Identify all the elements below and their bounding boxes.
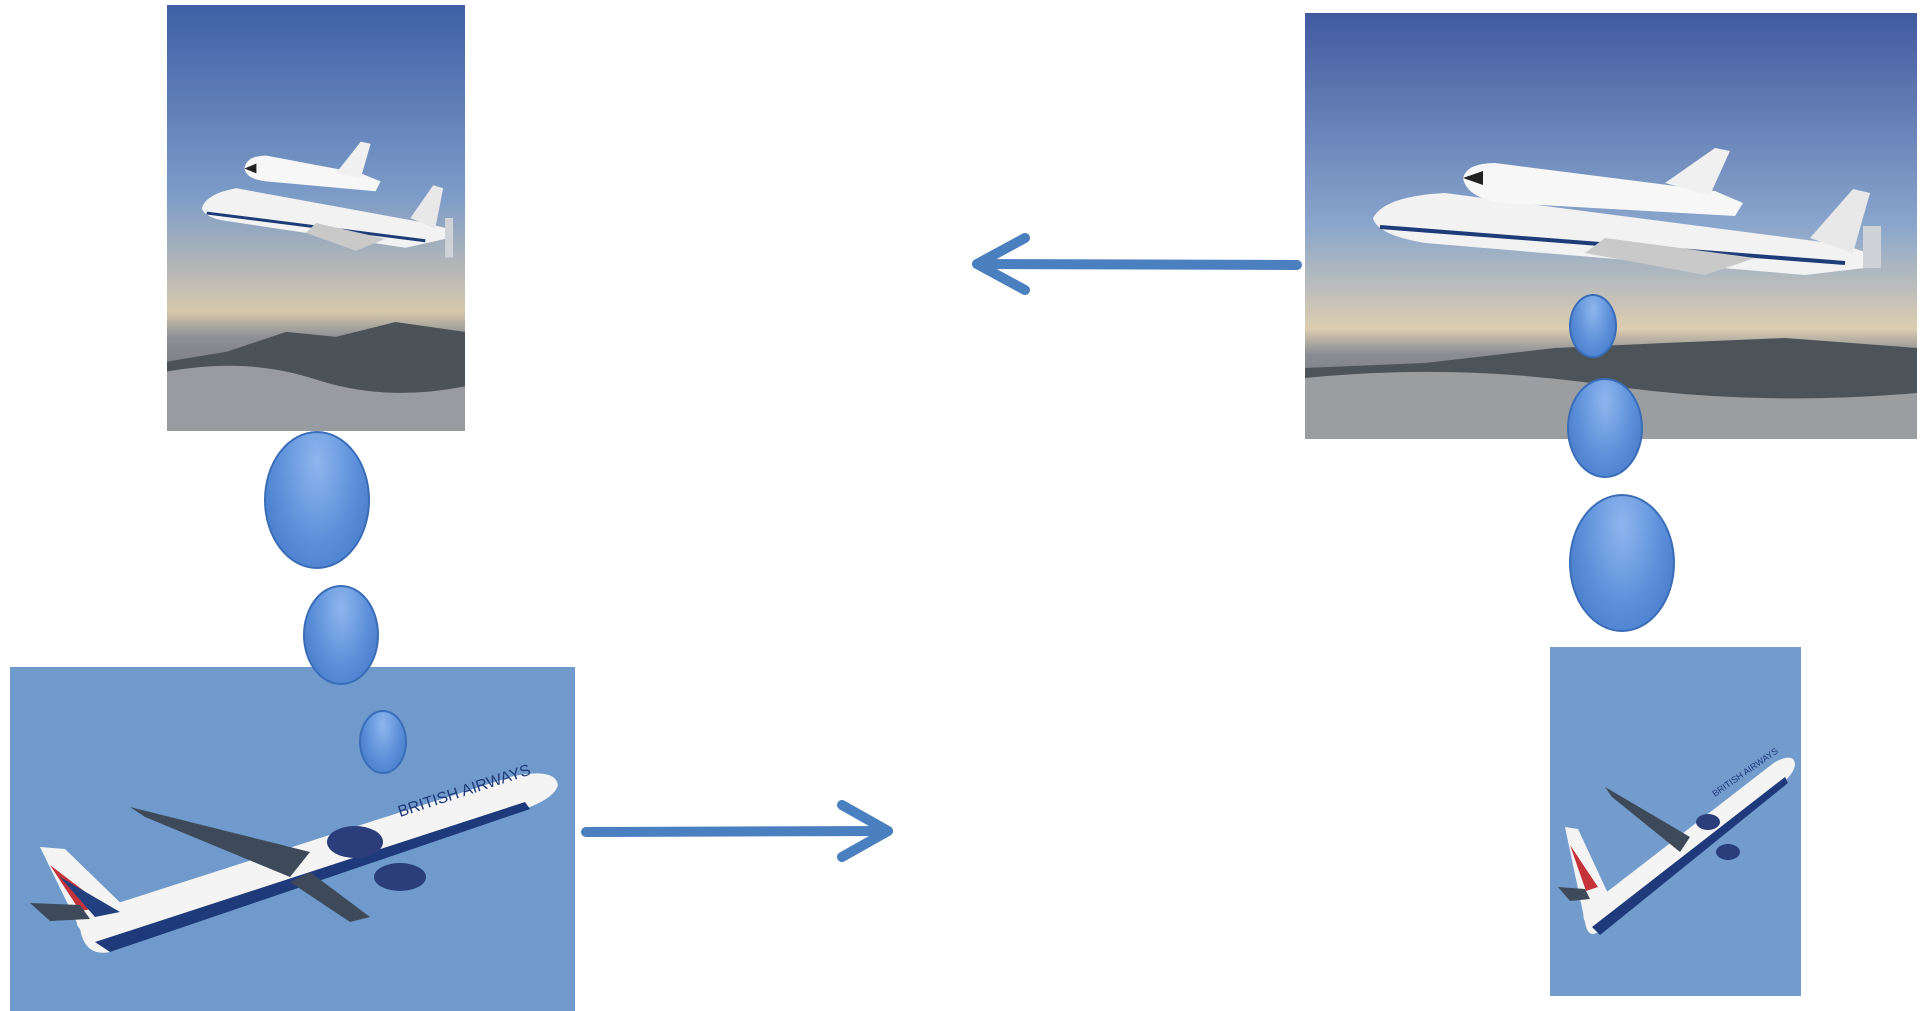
thought-bubble-medium [303,585,379,685]
airliner-photo-small: BRITISH AIRWAYS [1550,647,1801,996]
airliner-icon: BRITISH AIRWAYS [1550,647,1801,996]
shuttle-carrier-photo-large [1305,13,1917,439]
thought-bubble-large [1569,494,1675,632]
thought-bubble-small [359,710,407,774]
airliner-icon: BRITISH AIRWAYS [10,667,575,1011]
shuttle-carrier-photo-small [167,5,465,431]
thought-bubble-medium [1567,378,1643,478]
shuttle-carrier-icon [1305,13,1917,439]
arrow-left [972,233,1302,295]
arrow-right [581,800,893,862]
airliner-photo-large: BRITISH AIRWAYS [10,667,575,1011]
shuttle-carrier-icon [167,5,465,431]
thought-bubble-large [264,431,370,569]
thought-bubble-small [1569,294,1617,358]
